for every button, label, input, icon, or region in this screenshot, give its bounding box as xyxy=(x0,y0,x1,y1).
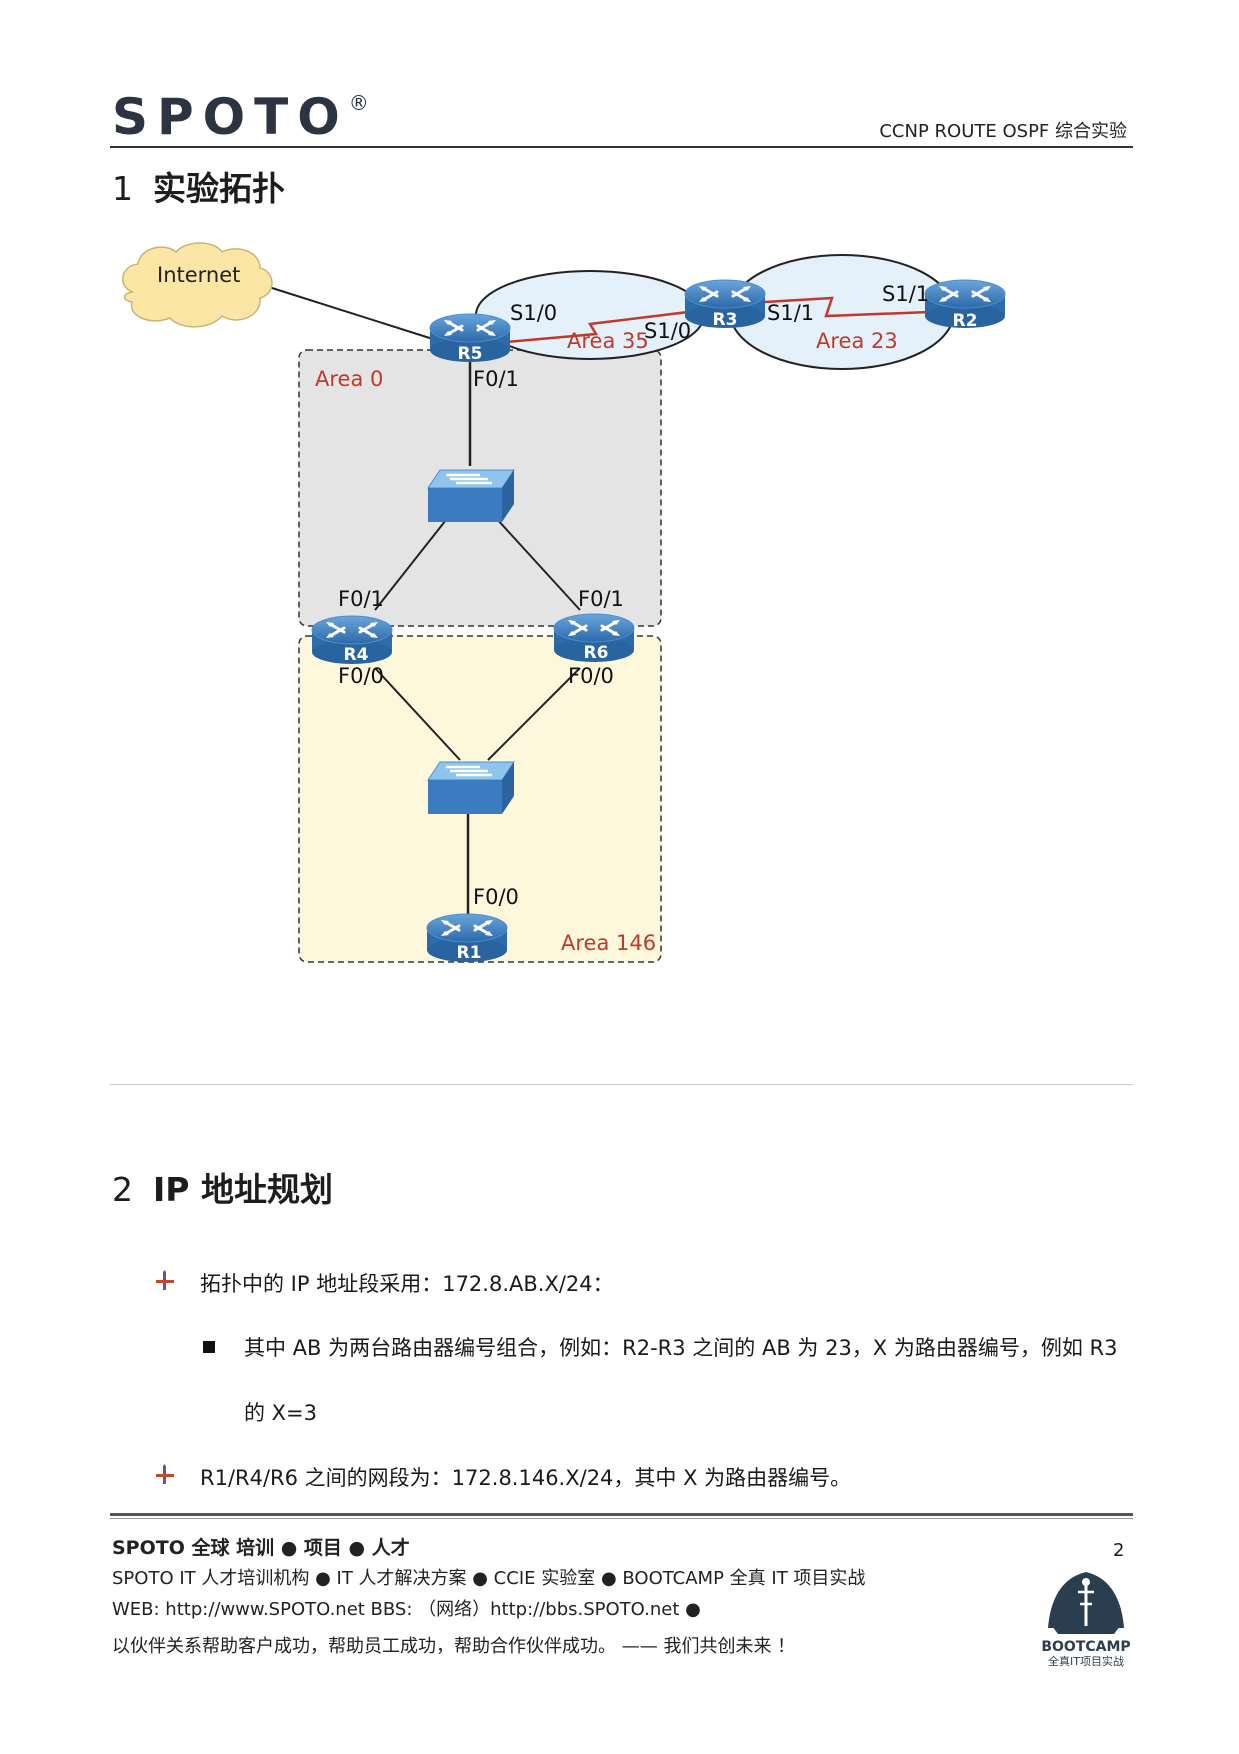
link-switch-r6 xyxy=(484,505,581,611)
router-r1-label: R1 xyxy=(457,943,482,963)
bullet-2-continuation: 的 X=3 xyxy=(244,1401,318,1425)
footer-links: WEB: http://www.SPOTO.net BBS: （网络）http:… xyxy=(112,1599,701,1620)
switch-area0-icon xyxy=(426,468,516,524)
router-r2-label: R2 xyxy=(953,311,978,331)
bootcamp-logo-subtitle: 全真IT项目实战 xyxy=(1048,1654,1124,1668)
registered-mark: ® xyxy=(348,91,369,116)
router-r5-label: R5 xyxy=(458,344,483,364)
internet-cloud-icon xyxy=(122,242,273,328)
r4-f00-label: F0/0 xyxy=(338,664,384,688)
bullet-1-text: 拓扑中的 IP 地址段采用：172.8.AB.X/24： xyxy=(200,1272,614,1296)
bullet-plus-icon xyxy=(156,1270,174,1290)
footer-services: SPOTO IT 人才培训机构 ● IT 人才解决方案 ● CCIE 实验室 ●… xyxy=(112,1568,866,1589)
bullet-2-text: 其中 AB 为两台路由器编号组合，例如：R2-R3 之间的 AB 为 23，X … xyxy=(244,1336,1118,1360)
section-1-heading: 1 实验拓扑 xyxy=(112,162,285,210)
topology-diagram: Internet R5 R3 R2 R4 R6 R1 Area 0 Area 3… xyxy=(122,242,1007,964)
r3-s10-label: S1/0 xyxy=(644,319,691,343)
bullet-plus-icon xyxy=(156,1464,174,1484)
section-2-title: IP 地址规划 xyxy=(153,1170,333,1209)
r2-s11-label: S1/1 xyxy=(882,282,929,306)
area-146-label: Area 146 xyxy=(561,931,656,955)
router-r3-label: R3 xyxy=(713,310,738,330)
r5-f01-label: F0/1 xyxy=(473,367,519,391)
link-switch-r4 xyxy=(374,505,458,611)
r6-f01-label: F0/1 xyxy=(578,587,624,611)
document-title: CCNP ROUTE OSPF 综合实验 xyxy=(879,121,1127,142)
r1-f00-label: F0/0 xyxy=(473,885,519,909)
section-1-title: 实验拓扑 xyxy=(153,169,285,208)
section-2-heading: 2 IP 地址规划 xyxy=(112,1163,333,1211)
bootcamp-logo-icon: BOOTCAMP 全真IT项目实战 xyxy=(1041,1572,1131,1668)
link-r6-switch2 xyxy=(487,667,581,761)
bullet-3-text: R1/R4/R6 之间的网段为：172.8.146.X/24，其中 X 为路由器… xyxy=(200,1466,852,1490)
page-number: 2 xyxy=(1113,1540,1125,1561)
section-2-number: 2 xyxy=(112,1170,133,1209)
footer-divider-thin xyxy=(110,1518,1133,1519)
bullet-square-icon xyxy=(203,1341,215,1353)
footer-slogan: 以伙伴关系帮助客户成功，帮助员工成功，帮助合作伙伴成功。 —— 我们共创未来 ！ xyxy=(112,1636,796,1657)
r4-f01-label: F0/1 xyxy=(338,587,384,611)
area-0-label: Area 0 xyxy=(315,367,383,391)
link-r4-switch2 xyxy=(374,667,461,761)
router-r6-label: R6 xyxy=(584,643,609,663)
logo-text: SPOTO xyxy=(112,88,349,146)
link-internet-r5 xyxy=(271,287,437,341)
router-r4-label: R4 xyxy=(344,645,369,665)
diagram-divider xyxy=(110,1084,1133,1085)
spoto-logo: SPOTO® xyxy=(112,88,369,146)
bootcamp-logo-title: BOOTCAMP xyxy=(1041,1639,1130,1655)
internet-label: Internet xyxy=(157,263,240,287)
footer-divider xyxy=(110,1513,1133,1516)
r6-f00-label: F0/0 xyxy=(568,664,614,688)
r5-s10-label: S1/0 xyxy=(510,301,557,325)
r3-s11-label: S1/1 xyxy=(767,301,814,325)
switch-area146-icon xyxy=(426,760,516,816)
section-1-number: 1 xyxy=(112,169,133,208)
header-divider xyxy=(110,146,1133,148)
footer-brand: SPOTO 全球 培训 ● 项目 ● 人才 xyxy=(112,1537,410,1559)
area-23-label: Area 23 xyxy=(816,329,898,353)
area-35-label: Area 35 xyxy=(567,329,649,353)
